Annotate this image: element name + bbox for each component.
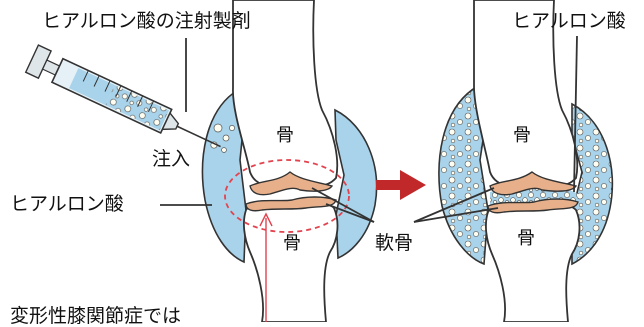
leader-hyaluronic-right [573, 35, 578, 193]
label-bone-right-bottom: 骨 [517, 228, 535, 249]
label-hyaluronic-right: ヒアルロン酸 [512, 10, 626, 32]
left-tibia [243, 200, 339, 323]
label-bone-left-bottom: 骨 [283, 233, 301, 254]
label-cartilage: 軟骨 [375, 232, 414, 254]
injected-bubbles [210, 123, 235, 153]
leader-cartilage-1 [311, 187, 375, 223]
left-knee [201, 0, 378, 323]
leader-cartilage-4 [413, 207, 499, 223]
right-cartilage-upper [489, 171, 578, 196]
left-knee-fluid-right [334, 108, 378, 260]
right-arrow-icon [376, 170, 426, 200]
right-knee-fluid-right [571, 102, 614, 266]
label-bone-right-top: 骨 [513, 125, 531, 146]
leader-cartilage-3 [413, 187, 495, 223]
right-cartilage-lower [487, 198, 579, 214]
syringe-icon [24, 44, 221, 148]
label-bone-left-top: 骨 [276, 125, 294, 146]
label-hyaluronic-left: ヒアルロン酸 [10, 193, 124, 215]
leader-cartilage-2 [325, 203, 375, 223]
right-tibia [485, 202, 581, 323]
label-injection-product: ヒアルロン酸の注射製剤 [42, 10, 251, 32]
damage-highlight-ellipse [224, 159, 350, 233]
damage-marker-arrowhead [259, 212, 273, 227]
label-injection: 注入 [152, 148, 191, 170]
right-knee [438, 0, 614, 323]
label-bottom-caption: 変形性膝関節症では [10, 305, 182, 327]
leader-lines [160, 35, 578, 223]
left-knee-fluid-left [201, 88, 247, 264]
right-knee-fluid-left [438, 84, 489, 266]
left-cartilage-lower [245, 196, 337, 212]
